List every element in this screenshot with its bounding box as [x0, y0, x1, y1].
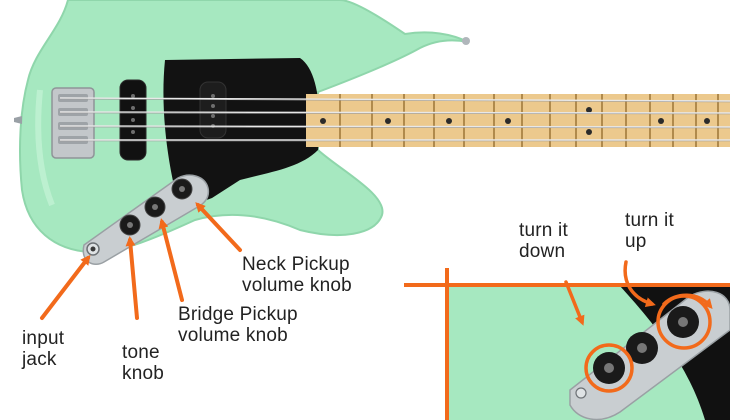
turn-up-label: turn it up — [625, 210, 674, 252]
input-jack-label: input jack — [22, 328, 65, 370]
knob-icon — [171, 178, 193, 200]
bridge-pickup-label: Bridge Pickup volume knob — [178, 304, 298, 346]
tone-knob-label: tone knob — [122, 342, 165, 384]
inset-closeup — [448, 286, 730, 420]
arrow-icon — [40, 254, 91, 320]
rotation-arrow — [662, 293, 713, 310]
knob-icon — [119, 214, 141, 236]
arrow-icon — [623, 260, 656, 308]
neck-pickup-label: Neck Pickup volume knob — [242, 254, 352, 296]
arrow-icon — [158, 218, 184, 302]
arrow-icon — [125, 236, 139, 320]
turn-down-label: turn it down — [519, 220, 568, 262]
arrow-icon — [195, 202, 242, 252]
arrow-icon — [564, 280, 585, 326]
highlight-circle — [584, 343, 634, 393]
knob-icon — [144, 196, 166, 218]
strap-button — [462, 37, 470, 45]
bass-guitar-illustration — [14, 0, 730, 266]
